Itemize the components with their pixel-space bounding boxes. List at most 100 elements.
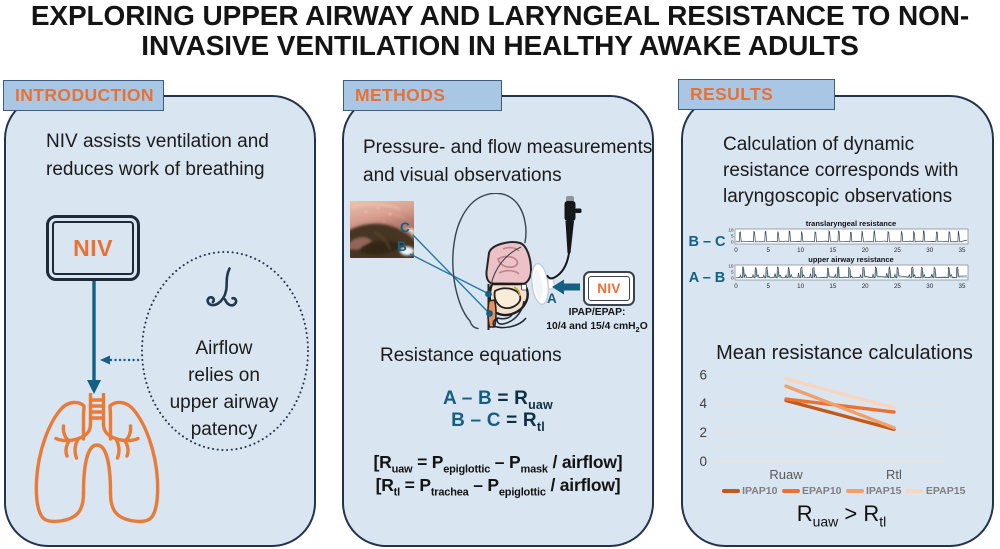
y-axis-label-0: 0 — [699, 454, 707, 469]
introduction-lead-text: NIV assists ventilation and reduces work … — [46, 128, 269, 183]
strip-x-tick-label: 30 — [926, 247, 933, 254]
head-outline — [452, 193, 527, 330]
strip-y-tick-label: 5 — [731, 234, 734, 239]
series-line-ipap15 — [784, 384, 896, 430]
title-line-2: INVASIVE VENTILATION IN HEALTHY AWAKE AD… — [141, 30, 859, 61]
niv-source-box-inner: NIV — [587, 275, 631, 302]
scope-in-airway — [490, 246, 522, 286]
section-header-results: RESULTS — [678, 79, 835, 110]
text-results-conclusion-s0: uaw — [812, 513, 839, 530]
text-methods-eqb2-s0: tl — [393, 486, 401, 499]
airflow-arrow-down-icon — [87, 281, 101, 394]
nasal-anatomy — [485, 241, 533, 286]
strip-x-tick-label: 30 — [926, 283, 933, 290]
legend-swatch-epap10 — [781, 489, 800, 493]
strip-x-tick-label: 15 — [829, 247, 836, 254]
pressure-settings-line-1: IPAP/EPAP: — [568, 307, 626, 318]
legend-label-ipap15: IPAP15 — [866, 485, 902, 497]
airflow-note-line-4: patency — [190, 419, 258, 440]
introduction-lead-line-1: NIV assists ventilation and — [46, 131, 269, 152]
equation-ruaw: A – B = Ruaw — [344, 388, 652, 412]
results-header-label: RESULTS — [690, 84, 774, 104]
results-lead-line-3: laryngoscopic observations — [723, 186, 953, 207]
legend-item-ipap10: IPAP10 — [721, 485, 778, 497]
airflow-note-line-1: Airflow — [195, 338, 253, 359]
section-header-methods: METHODS — [343, 80, 502, 111]
pressure-settings-subscript: 2 — [635, 324, 640, 334]
airflow-note-text: Airflow relies on upper airway patency — [139, 335, 309, 443]
oral-anatomy — [488, 282, 529, 317]
equation-rtl-rhs: = R — [500, 410, 537, 431]
legend-swatch-ipap15 — [845, 489, 864, 493]
text-methods-eqb2-p1: = P — [399, 475, 431, 495]
section-header-introduction: INTRODUCTION — [3, 80, 164, 111]
dotted-ellipse — [141, 251, 309, 451]
strip-title-translaryngeal: translaryngeal resistance — [805, 219, 897, 228]
legend-label-ipap10: IPAP10 — [742, 485, 778, 497]
legend-item-epap10: EPAP10 — [781, 485, 842, 497]
strip-title-upper-airway: upper airway resistance — [808, 255, 894, 264]
text-methods-eqb1-p3: / airflow] — [547, 452, 623, 472]
airflow-note-line-2: relies on — [188, 365, 260, 386]
niv-source-box: NIV — [583, 271, 635, 306]
pressure-settings-text: IPAP/EPAP: 10/4 and 15/4 cmH2O — [527, 306, 667, 336]
strip-trace — [735, 266, 968, 279]
title-line-1: EXPLORING UPPER AIRWAY AND LARYNGEAL RES… — [30, 0, 970, 31]
series-line-epap15 — [784, 377, 896, 410]
text-results-conclusion-p1: > R — [838, 501, 880, 526]
results-lead-line-2: resistance corresponds with — [723, 160, 959, 181]
dotted-arrow-left-icon — [100, 355, 143, 365]
tracheal-sensor-dot — [486, 310, 493, 317]
strip-x-tick-label: 0 — [734, 247, 738, 254]
niv-flow-arrow — [552, 279, 580, 295]
equation-ruaw-rhs: = R — [491, 388, 529, 409]
airflow-note-line-3: upper airway — [169, 392, 279, 413]
legend-item-epap15: EPAP15 — [905, 485, 965, 497]
legend-swatch-ipap10 — [721, 489, 740, 493]
nose-icon — [206, 267, 238, 307]
strip-x-tick-label: 10 — [797, 283, 804, 290]
niv-device-label: NIV — [73, 234, 113, 261]
niv-source-label: NIV — [597, 281, 621, 296]
equation-ruaw-subscript: uaw — [528, 397, 553, 412]
text-methods-eqb1-s2: mask — [520, 463, 548, 476]
strip-y-tick-label: 10 — [728, 264, 734, 269]
niv-device-icon: NIV — [46, 215, 140, 281]
niv-device-screen: NIV — [52, 221, 134, 275]
equation-rtl-lhs: B – C — [451, 410, 501, 431]
introduction-header-label: INTRODUCTION — [15, 85, 154, 105]
conclusion-text: Ruaw > Rtl — [683, 501, 992, 529]
strip-x-tick-label: 5 — [767, 247, 771, 254]
introduction-lead-line-2: reduces work of breathing — [46, 158, 265, 180]
niv-mask — [530, 262, 555, 306]
strip-label-bc: B – C — [688, 234, 726, 250]
category-label-rtl: Rtl — [886, 467, 902, 482]
strip-y-tick-label: 0 — [731, 276, 734, 281]
methods-lead-line-1: Pressure- and flow measurements — [363, 137, 653, 158]
methods-header-label: METHODS — [355, 85, 446, 105]
legend-item-ipap15: IPAP15 — [845, 485, 902, 497]
pressure-settings-line-2-end: O — [639, 320, 648, 332]
strip-x-tick-label: 10 — [797, 247, 804, 254]
lungs-icon — [34, 393, 160, 524]
series-line-ipap10 — [784, 398, 896, 432]
pressure-settings-line-2: 10/4 and 15/4 cmH — [546, 320, 636, 332]
text-methods-eqb2-p0: [R — [375, 475, 394, 495]
label-b-epiglottic: B — [397, 239, 407, 254]
strip-y-tick-label: 10 — [728, 228, 734, 233]
text-methods-eqb1-s0: uaw — [391, 463, 413, 476]
equations-title: Resistance equations — [380, 345, 562, 366]
strip-x-tick-label: 25 — [894, 247, 901, 254]
strip-x-tick-label: 25 — [894, 283, 901, 290]
label-a-mask: A — [547, 291, 557, 306]
text-methods-eqb2-p2: – P — [468, 475, 499, 495]
y-axis-label-4: 4 — [699, 396, 707, 411]
text-results-conclusion-p0: R — [796, 501, 813, 526]
mean-chart-title: Mean resistance calculations — [716, 342, 973, 364]
